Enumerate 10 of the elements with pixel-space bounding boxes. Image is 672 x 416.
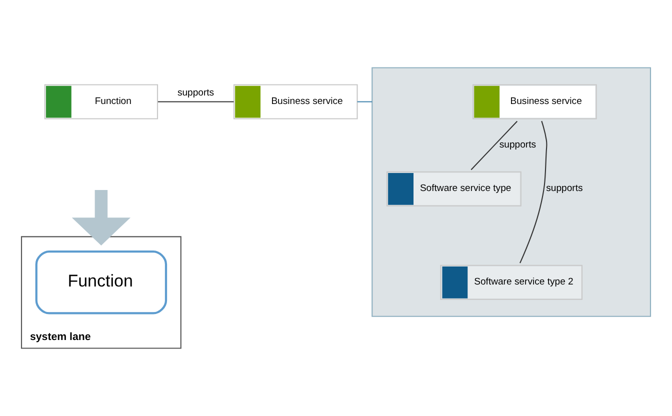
edge-label: supports <box>546 183 583 194</box>
edge-label: supports <box>499 140 536 151</box>
arrow <box>72 190 131 246</box>
node-box: Function <box>35 250 168 314</box>
connector <box>470 120 518 170</box>
connector <box>357 101 372 102</box>
connector <box>520 120 548 264</box>
cluster <box>372 67 652 317</box>
connector <box>158 101 234 102</box>
edge-label: supports <box>177 88 214 99</box>
